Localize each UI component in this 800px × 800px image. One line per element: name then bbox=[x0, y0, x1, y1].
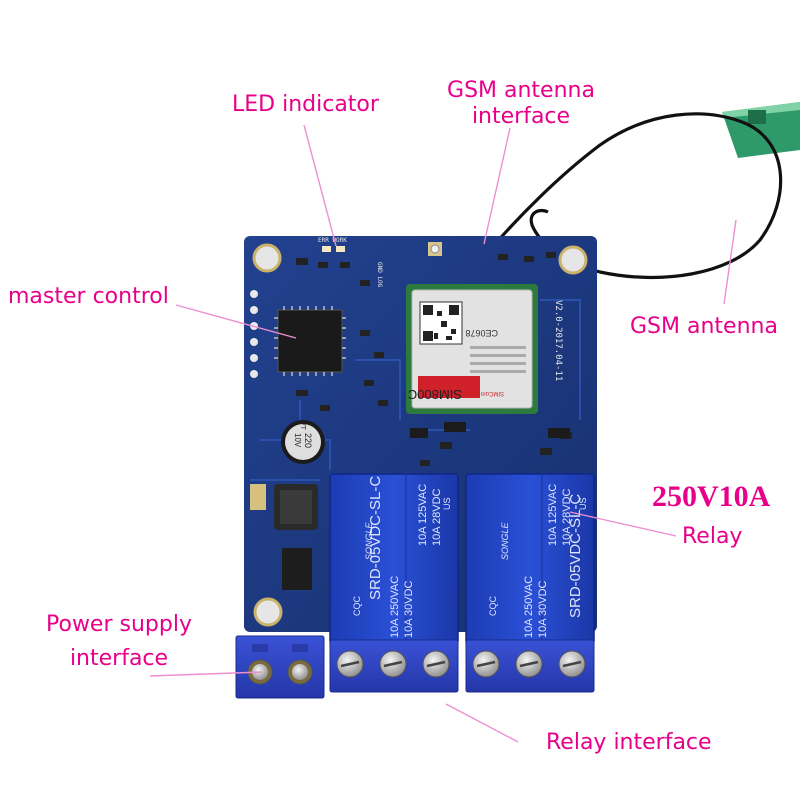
label-gsm-antenna: GSM antenna bbox=[630, 314, 778, 339]
relay-2: SRD-05VDC-SL-C 10A 250VAC 10A 30VDC 10A … bbox=[465, 473, 595, 645]
svg-text:10A 30VDC: 10A 30VDC bbox=[537, 580, 549, 638]
header-pins bbox=[250, 290, 258, 378]
label-master-control: master control bbox=[8, 284, 169, 309]
master-control-chip bbox=[277, 309, 343, 373]
label-power-supply-line1: Power supply bbox=[46, 612, 192, 637]
leader-led bbox=[303, 124, 337, 247]
svg-text:10A 28VDC: 10A 28VDC bbox=[561, 488, 573, 546]
power-terminal bbox=[235, 635, 325, 699]
antenna-connector bbox=[428, 242, 442, 256]
label-relay: Relay bbox=[682, 524, 743, 549]
electrolytic-capacitor: 220 10V VT bbox=[281, 420, 325, 464]
label-power-supply-line2: interface bbox=[69, 646, 169, 671]
leader-relay-interface bbox=[445, 703, 519, 743]
board-version: V2.0-2017.04-11 bbox=[553, 300, 563, 381]
label-relay-rating: 250V10A bbox=[652, 480, 771, 513]
svg-text:SONGLE: SONGLE bbox=[364, 521, 374, 560]
module-brand: SIMCom bbox=[481, 390, 504, 396]
relay-1: SRD-05VDC-SL-C 10A 250VAC 10A 30VDC 10A … bbox=[329, 473, 459, 645]
svg-text:10A 28VDC: 10A 28VDC bbox=[431, 488, 443, 546]
svg-text:10A 125VAC: 10A 125VAC bbox=[547, 484, 559, 546]
svg-text:VT: VT bbox=[299, 421, 306, 431]
svg-text:10V: 10V bbox=[293, 433, 302, 448]
svg-text:SONGLE: SONGLE bbox=[500, 521, 510, 560]
relay-terminal-2 bbox=[465, 639, 595, 693]
voltage-regulator bbox=[282, 548, 312, 590]
svg-text:CQC: CQC bbox=[352, 596, 362, 617]
leader-master-control bbox=[175, 304, 297, 339]
relay-terminal-1 bbox=[329, 639, 459, 693]
label-gsm-antenna-interface-line2: interface bbox=[471, 104, 571, 129]
label-relay-interface: Relay interface bbox=[546, 730, 712, 755]
antenna-pcb bbox=[722, 102, 800, 158]
leader-gsm-antenna bbox=[723, 219, 737, 305]
svg-text:10A 125VAC: 10A 125VAC bbox=[417, 484, 429, 546]
svg-text:US: US bbox=[578, 497, 588, 510]
leader-relay bbox=[569, 511, 677, 537]
gnd-mark: GND LOG bbox=[376, 262, 383, 288]
svg-text:10A 250VAC: 10A 250VAC bbox=[523, 576, 535, 638]
svg-text:SRD-05VDC-SL-C: SRD-05VDC-SL-C bbox=[367, 476, 384, 600]
leader-gsm-interface bbox=[483, 127, 511, 245]
leader-power bbox=[149, 671, 263, 677]
module-name: SIM800C bbox=[408, 387, 462, 402]
svg-text:220: 220 bbox=[303, 433, 313, 448]
svg-text:SRD-05VDC-SL-C: SRD-05VDC-SL-C bbox=[567, 494, 584, 618]
svg-text:10A 30VDC: 10A 30VDC bbox=[403, 580, 415, 638]
sim800c-module: SIM800C CE0678 SIMCom bbox=[406, 284, 538, 414]
module-ce: CE0678 bbox=[465, 328, 498, 338]
led-marks: ERR WORK bbox=[318, 237, 347, 244]
label-gsm-antenna-interface-line1: GSM antenna bbox=[447, 78, 595, 103]
svg-text:CQC: CQC bbox=[488, 596, 498, 617]
svg-text:10A 250VAC: 10A 250VAC bbox=[389, 576, 401, 638]
leader-lines bbox=[149, 124, 737, 743]
led-indicators bbox=[322, 246, 345, 252]
svg-text:US: US bbox=[442, 497, 452, 510]
label-led-indicator: LED indicator bbox=[232, 92, 379, 117]
